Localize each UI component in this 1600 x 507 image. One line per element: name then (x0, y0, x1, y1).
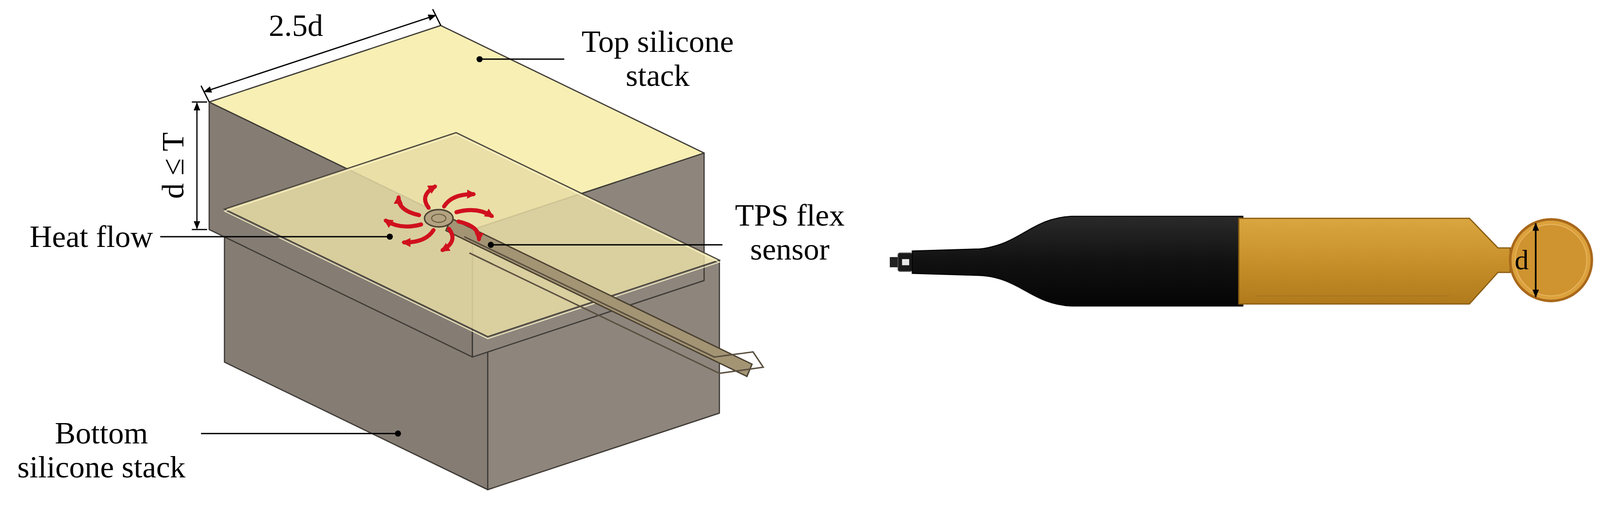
dimension-line (1534, 223, 1537, 297)
sensor-head-disc (1510, 219, 1592, 301)
dimension-line (196, 102, 198, 229)
strip-print (1255, 295, 1450, 297)
dimension-label: 2.5d (268, 8, 324, 43)
leader-line (479, 58, 565, 61)
dimension-width (200, 9, 441, 102)
leader-line (490, 244, 723, 246)
sensor-spiral (431, 214, 446, 223)
leader-dot (386, 233, 393, 240)
extension-line (200, 85, 210, 103)
part-label: Bottom silicone stack (8, 416, 195, 485)
heat-arrow (404, 229, 434, 243)
dimension-label: d ≤ T (156, 132, 191, 199)
part-label: TPS flex sensor (729, 198, 850, 267)
part-label: Heat flow (29, 219, 153, 254)
leader-dots (386, 56, 494, 437)
leader-dot (487, 241, 494, 248)
leader-dot (476, 56, 483, 63)
dimension-height (191, 101, 208, 230)
extension-line (432, 9, 441, 26)
heat-arrow (443, 194, 474, 207)
sensor-kapton-strip (1238, 218, 1510, 305)
heat-flow-arrows (385, 186, 492, 251)
heat-arrow (424, 186, 435, 209)
extension-line (191, 228, 208, 231)
part-label: Top silicone stack (571, 24, 744, 94)
heat-arrow (456, 210, 492, 216)
connector-tip-detail (901, 259, 910, 266)
heat-arrow (458, 221, 479, 239)
leader-line (160, 235, 390, 238)
connector-tip (897, 252, 913, 272)
sensor-photo (889, 216, 1592, 307)
leader-lines (160, 59, 723, 434)
sensor-lead (464, 236, 764, 374)
leader-line (200, 432, 398, 435)
heat-arrow (442, 228, 453, 251)
heat-arrow (398, 197, 420, 215)
tps-flex-sensor (424, 209, 764, 377)
sensor-cable-body (912, 216, 1243, 307)
dimension-label: d (1514, 244, 1529, 276)
heat-arrow (385, 220, 422, 227)
leader-dot (394, 430, 402, 437)
sensor-head (424, 209, 454, 228)
extension-line (191, 101, 208, 103)
